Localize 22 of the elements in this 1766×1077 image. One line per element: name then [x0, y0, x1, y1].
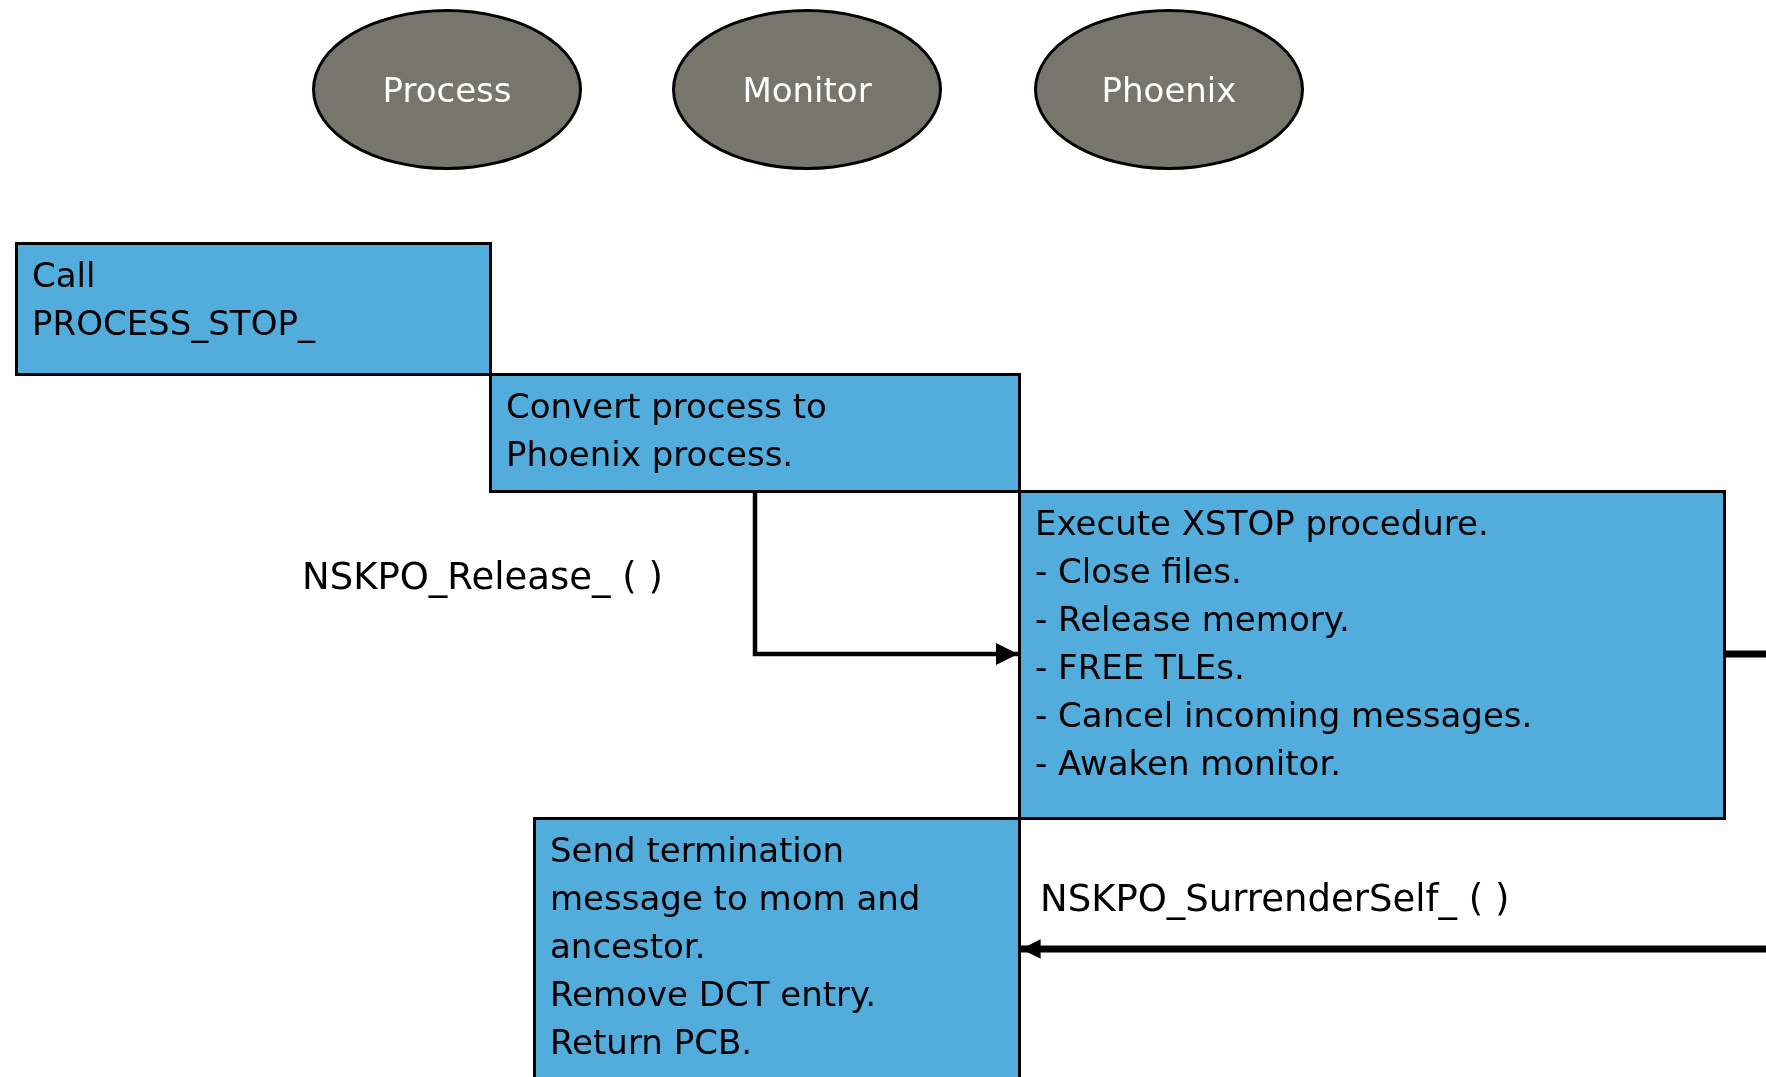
actor-label: Process: [382, 69, 512, 110]
actor-label: Monitor: [742, 69, 872, 110]
step-text: Return PCB.: [550, 1021, 753, 1064]
step-text: Execute XSTOP procedure.: [1035, 502, 1490, 545]
edge-label: NSKPO_SurrenderSelf_ ( ): [1040, 877, 1510, 920]
process-box: [533, 817, 1021, 1077]
step-text: - Close files.: [1035, 550, 1243, 593]
step-text: - Cancel incoming messages.: [1035, 694, 1534, 737]
process-box: [1018, 490, 1726, 820]
arrow: [752, 493, 1018, 666]
step-text: Send termination message to mom and ancestor.: [550, 829, 922, 968]
step-text: - Awaken monitor.: [1035, 742, 1343, 785]
process-box: [489, 373, 1021, 493]
actor-label: Phoenix: [1101, 69, 1237, 110]
process-box: [15, 242, 492, 376]
step-text: Convert process to Phoenix process.: [506, 385, 828, 476]
arrow: [1021, 939, 1766, 959]
step-text: Remove DCT entry.: [550, 973, 878, 1016]
step-text: - FREE TLEs.: [1035, 646, 1246, 689]
step-text: Call PROCESS_STOP_: [32, 254, 317, 345]
step-text: - Release memory.: [1035, 598, 1351, 641]
edge-label: NSKPO_Release_ ( ): [302, 555, 663, 598]
